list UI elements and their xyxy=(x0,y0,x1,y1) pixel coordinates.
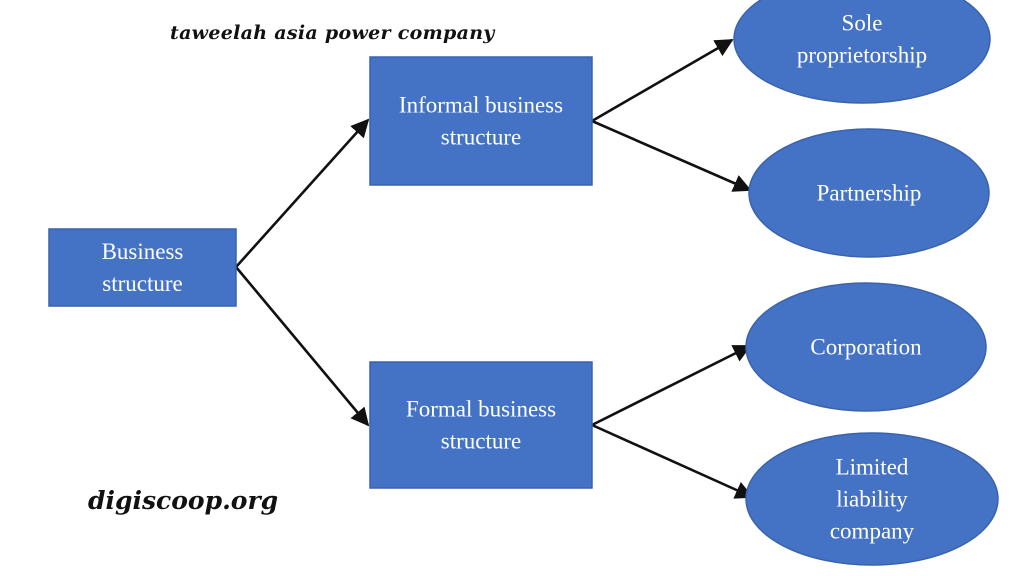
node-formal-business-structure: Formal business structure xyxy=(369,361,593,489)
node-label-sole-proprietorship-line-2: proprietorship xyxy=(797,43,927,68)
arrow-informal-business-structure-to-partnership xyxy=(591,119,752,192)
node-label-formal-business-structure-line-2: structure xyxy=(441,429,521,454)
node-label-formal-business-structure-line-1: Formal business xyxy=(406,397,556,422)
arrow-business-structure-to-informal-business-structure xyxy=(235,118,370,268)
node-box-informal-business-structure xyxy=(369,56,593,186)
node-label-business-structure-line-2: structure xyxy=(102,271,182,296)
node-label-business-structure-line-1: Business xyxy=(102,239,184,264)
node-label-limited-liability-company-line-3: company xyxy=(830,519,915,544)
node-label-informal-business-structure-line-1: Informal business xyxy=(399,93,563,118)
node-partnership: Partnership xyxy=(748,128,990,258)
node-label-corporation-line-1: Corporation xyxy=(810,335,922,360)
node-ellipse-partnership xyxy=(748,128,990,258)
node-business-structure: Business structure xyxy=(48,228,237,307)
arrow-formal-business-structure-to-corporation xyxy=(591,344,752,427)
watermark-bottom-text: digiscoop.org xyxy=(88,486,279,515)
watermark-top-text: taweelah asia power company xyxy=(170,22,495,44)
node-label-informal-business-structure-line-2: structure xyxy=(441,125,521,150)
arrow-business-structure-to-formal-business-structure xyxy=(235,266,370,427)
node-box-business-structure xyxy=(48,228,237,307)
node-label-limited-liability-company-line-2: liability xyxy=(836,487,908,512)
node-ellipse-limited-liability-company xyxy=(745,432,999,566)
node-ellipse-sole-proprietorship xyxy=(733,0,991,104)
node-sole-proprietorship: Sole proprietorship xyxy=(733,0,991,104)
node-informal-business-structure: Informal business structure xyxy=(369,56,593,186)
node-label-partnership-line-1: Partnership xyxy=(817,181,922,206)
node-corporation: Corporation xyxy=(745,282,987,412)
arrow-informal-business-structure-to-sole-proprietorship xyxy=(591,38,734,123)
node-label-limited-liability-company-line-1: Limited xyxy=(836,455,909,480)
nodes-layer: Business structure Informal business struct… xyxy=(48,0,999,566)
arrow-formal-business-structure-to-limited-liability-company xyxy=(591,423,754,499)
node-limited-liability-company: Limited liability company xyxy=(745,432,999,566)
edges-layer xyxy=(235,38,754,499)
node-ellipse-corporation xyxy=(745,282,987,412)
node-box-formal-business-structure xyxy=(369,361,593,489)
node-label-sole-proprietorship-line-1: Sole xyxy=(842,11,883,36)
